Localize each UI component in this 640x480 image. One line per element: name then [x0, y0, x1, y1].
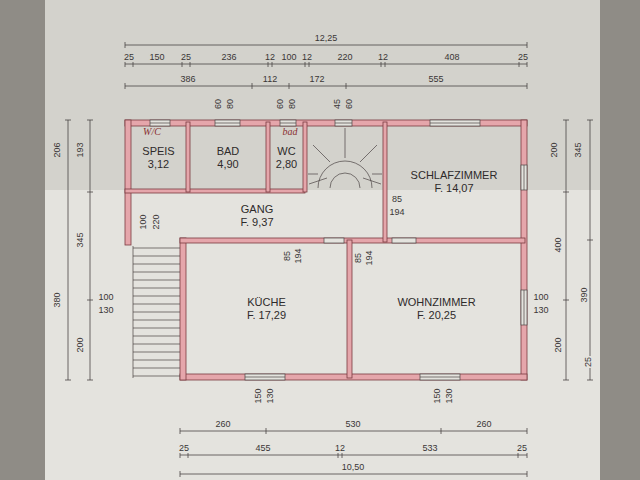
room-area-value: 2,80 — [276, 158, 297, 171]
dimension-label: 85 — [391, 194, 403, 204]
dimension-label: 12 — [377, 52, 389, 62]
dimension-label: 555 — [427, 74, 444, 84]
dimension-label: 193 — [75, 141, 85, 158]
dimension-label: 172 — [308, 74, 325, 84]
dimension-label: 345 — [75, 231, 85, 248]
room-area: SCHLAFZIMMERF. 14,07 — [387, 126, 521, 238]
dimension-label: 194 — [388, 207, 405, 217]
dimension-label: 130 — [265, 387, 275, 404]
dimension-label: 236 — [220, 52, 237, 62]
dimension-label: 130 — [444, 387, 454, 404]
dimension-label: 112 — [262, 74, 278, 84]
room-name: WC — [277, 145, 295, 158]
room-area-value: 4,90 — [217, 158, 238, 171]
dimension-label: 100 — [97, 292, 114, 302]
dimension-label: 12 — [334, 443, 346, 453]
room-area-value: 3,12 — [148, 158, 169, 171]
dimension-label: 45 — [332, 98, 342, 110]
dimension-label: 10,50 — [341, 462, 366, 472]
dimension-label: 150 — [253, 387, 263, 404]
room-area: BAD4,90 — [190, 126, 266, 189]
dimension-label: 150 — [432, 387, 442, 404]
room-area: GANGF. 9,37 — [131, 193, 383, 238]
dimension-label: 130 — [97, 305, 114, 315]
dimension-label: 200 — [549, 141, 559, 158]
room-name: KÜCHE — [247, 296, 286, 309]
dimension-label: 200 — [75, 336, 85, 353]
dimension-label: 25 — [583, 356, 593, 368]
dimension-label: 220 — [151, 213, 161, 230]
dimension-label: 130 — [532, 305, 549, 315]
dimension-label: 12 — [264, 52, 276, 62]
dimension-label: 390 — [579, 286, 589, 303]
room-area-value: F. 9,37 — [240, 216, 273, 229]
dimension-label: 60 — [275, 98, 285, 110]
dimension-label: 100 — [280, 52, 297, 62]
dimension-label: 100 — [138, 213, 148, 230]
dimension-label: 530 — [344, 419, 361, 429]
dimension-label: 345 — [573, 141, 583, 158]
dimension-label: 194 — [293, 247, 303, 264]
dimension-label: 60 — [213, 98, 223, 110]
dimension-label: 260 — [214, 419, 231, 429]
dimension-label: 25 — [517, 52, 529, 62]
room-area-value: F. 14,07 — [434, 182, 473, 195]
dimension-label: 408 — [443, 52, 460, 62]
handwritten-note: W/C — [142, 127, 162, 137]
dimension-label: 85 — [353, 252, 363, 264]
room-area: KÜCHEF. 17,29 — [186, 243, 347, 374]
dimension-label: 12,25 — [314, 33, 339, 43]
room-name: GANG — [241, 203, 273, 216]
dimension-label: 194 — [364, 249, 374, 266]
room-area-value: F. 20,25 — [417, 309, 456, 322]
room-name: BAD — [217, 145, 240, 158]
dimension-label: 85 — [282, 250, 292, 262]
dimension-label: 25 — [180, 52, 192, 62]
room-name: SCHLAFZIMMER — [411, 169, 498, 182]
dimension-label: 200 — [553, 336, 563, 353]
dimension-label: 60 — [344, 98, 354, 110]
dimension-label: 455 — [254, 443, 271, 453]
dimension-label: 400 — [553, 236, 563, 253]
dimension-label: 220 — [336, 52, 353, 62]
dimension-label: 206 — [52, 141, 62, 158]
dimension-label: 260 — [475, 419, 492, 429]
handwritten-note: bad — [282, 127, 299, 137]
dimension-label: 80 — [287, 98, 297, 110]
dimension-label: 380 — [52, 291, 62, 308]
room-area-value: F. 17,29 — [247, 309, 286, 322]
dimension-label: 100 — [532, 292, 549, 302]
dimension-label: 12 — [301, 52, 313, 62]
dimension-label: 25 — [516, 443, 528, 453]
dimension-label: 386 — [179, 74, 196, 84]
dimension-label: 533 — [421, 443, 438, 453]
room-name: WOHNZIMMER — [397, 296, 475, 309]
dimension-label: 150 — [148, 52, 165, 62]
room-name: SPEIS — [142, 145, 174, 158]
dimension-label: 80 — [225, 98, 235, 110]
dimension-label: 25 — [178, 443, 190, 453]
room-area: WOHNZIMMERF. 20,25 — [352, 243, 521, 374]
dimension-label: 25 — [123, 52, 135, 62]
